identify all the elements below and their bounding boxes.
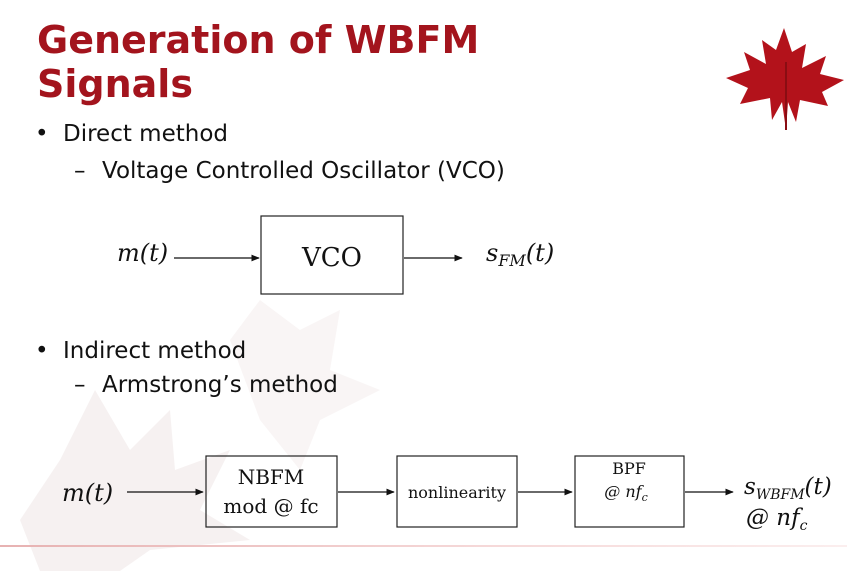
nonlinearity-block — [396, 455, 518, 528]
indirect-input-label: m(t) — [62, 479, 113, 507]
vco-block-label: VCO — [301, 243, 362, 273]
sub-bullet-label: Voltage Controlled Oscillator (VCO) — [102, 158, 505, 184]
nbfm-block-line2: mod @ fc — [223, 494, 318, 518]
nonlinearity-block-label: nonlinearity — [408, 483, 506, 502]
bullet-label: Direct method — [63, 121, 228, 147]
bullet-direct-method: • Direct method — [35, 121, 228, 147]
nbfm-block-line1: NBFM — [238, 465, 305, 489]
bullet-indirect-method: • Indirect method — [35, 338, 246, 364]
bullet-dot: • — [35, 121, 49, 147]
indirect-output-label: sWBFM(t) — [744, 474, 832, 503]
bpf-block-line2: @ nfc — [604, 482, 647, 504]
indirect-method-diagram: m(t) NBFM mod @ fc nonlinearity BPF @ nf… — [62, 455, 832, 534]
title-line-2: Signals — [37, 62, 193, 106]
direct-method-diagram: m(t) VCO sFM(t) — [117, 215, 554, 295]
bpf-block — [574, 455, 685, 528]
sub-bullet-armstrong: –Armstrong’s method — [74, 372, 338, 398]
dash-marker: – — [74, 158, 86, 184]
slide-title: Generation of WBFM Signals — [37, 18, 657, 106]
indirect-output-freq: @ nfc — [746, 505, 808, 534]
nbfm-block — [205, 455, 338, 528]
sub-bullet-vco: –Voltage Controlled Oscillator (VCO) — [74, 158, 505, 184]
bullet-label: Indirect method — [63, 338, 247, 364]
footer-divider — [0, 545, 847, 547]
maple-leaf-icon — [726, 28, 844, 130]
direct-output-label: sFM(t) — [486, 239, 554, 270]
bpf-block-line1: BPF — [612, 459, 646, 478]
bullet-dot: • — [35, 338, 49, 364]
dash-marker: – — [74, 372, 86, 398]
vco-block — [260, 215, 404, 295]
sub-bullet-label: Armstrong’s method — [102, 372, 338, 398]
title-line-1: Generation of WBFM — [37, 18, 480, 62]
direct-input-label: m(t) — [117, 239, 168, 267]
